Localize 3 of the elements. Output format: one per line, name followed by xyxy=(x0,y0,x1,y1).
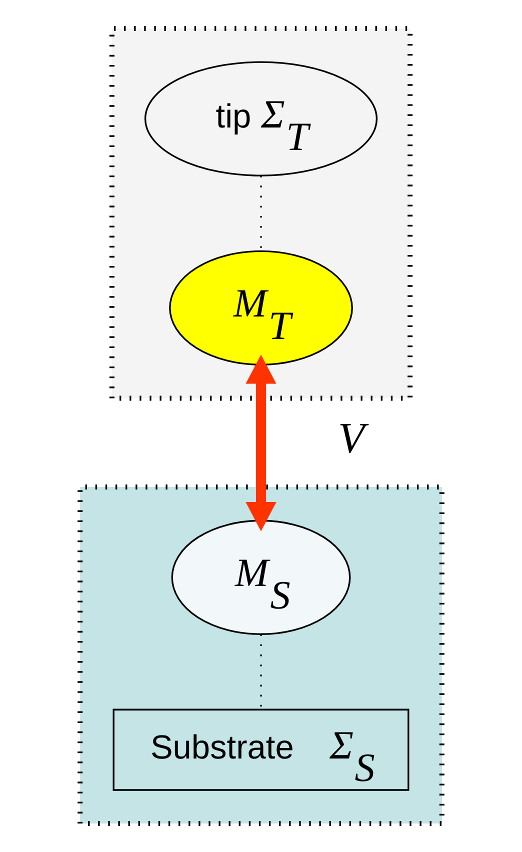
cluster xyxy=(78,484,444,826)
arrow xyxy=(246,354,276,532)
cluster xyxy=(109,26,413,401)
